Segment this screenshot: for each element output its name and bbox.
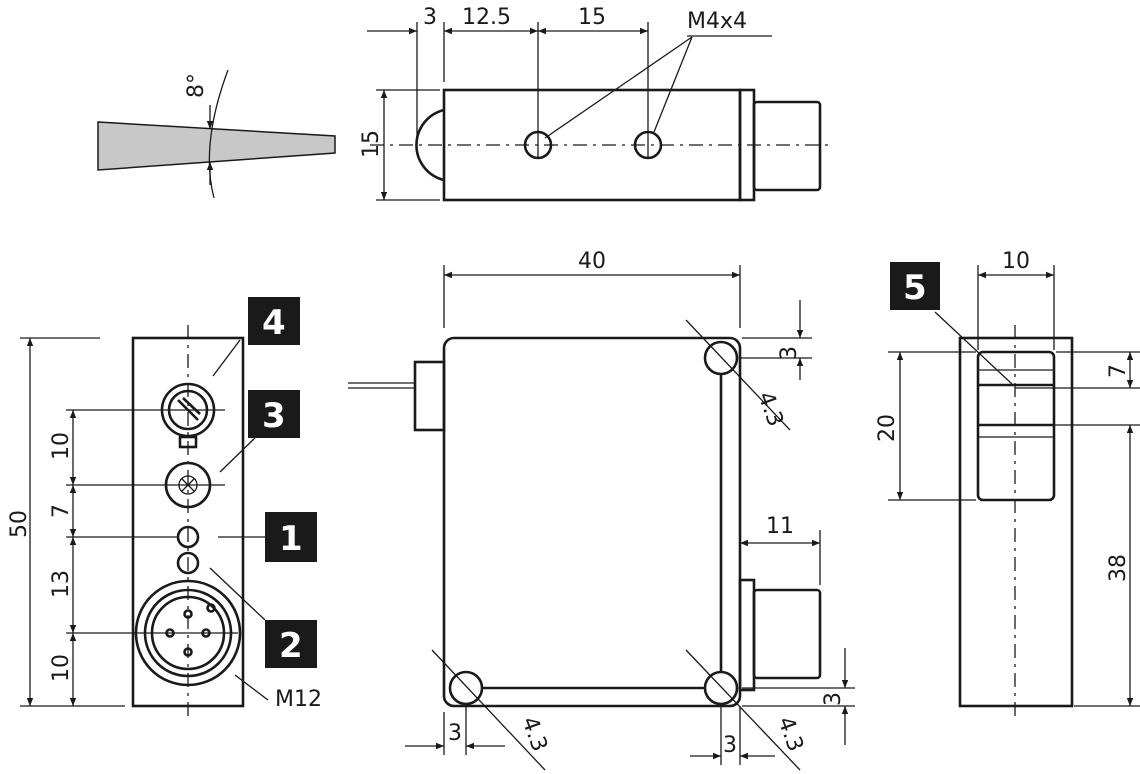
- dim-hole-top: 3: [777, 346, 802, 360]
- light-beam-cone: [97, 121, 336, 171]
- badge-3: 3: [248, 390, 300, 438]
- dim-led-led: 7: [49, 504, 74, 518]
- hole-diameter-label: 4.3: [516, 714, 551, 755]
- dim-lens-offset: 3: [423, 5, 437, 30]
- thread-label: M4x4: [687, 9, 747, 34]
- hole-diameter-label: 4.3: [772, 714, 807, 755]
- mounting-hole: [448, 670, 484, 706]
- led-2: [176, 551, 200, 575]
- dim-total-height: 50: [7, 510, 32, 538]
- dim-window-width: 10: [1002, 249, 1030, 274]
- svg-text:4: 4: [262, 303, 286, 343]
- svg-text:1: 1: [279, 519, 303, 559]
- dim-led-connector: 13: [49, 570, 74, 598]
- rear-view: 10 20 7 38 5: [875, 249, 1140, 718]
- dim-lower: 38: [1106, 554, 1131, 582]
- dim-pot-led: 10: [49, 432, 74, 460]
- badge-4: 4: [248, 297, 300, 345]
- top-view: 3 12.5 15 M4x4 15: [359, 5, 830, 202]
- dim-window-height: 20: [875, 414, 900, 442]
- dim-hole-bottom: 3: [821, 692, 846, 706]
- dim-height: 15: [359, 130, 384, 158]
- svg-text:2: 2: [279, 626, 303, 666]
- svg-text:3: 3: [262, 396, 286, 436]
- hole-diameter-label: 4.3: [752, 389, 787, 430]
- svg-text:5: 5: [903, 268, 927, 308]
- side-view: 40 11 3 4.3 4.3 4.3 3 3 3: [348, 249, 855, 771]
- dim-connector-bottom: 10: [49, 654, 74, 682]
- badge-2: 2: [265, 620, 317, 668]
- connector-side: [752, 588, 822, 680]
- dim-width: 40: [578, 249, 606, 274]
- beam-angle-label: 8°: [184, 73, 209, 98]
- badge-5: 5: [890, 262, 940, 310]
- dim-connector: 11: [766, 514, 794, 539]
- front-view: 50 10 7 13 10 M12 4 3 1 2: [7, 297, 322, 718]
- dim-hole-left: 3: [448, 721, 462, 746]
- dim-hole-spacing: 15: [578, 5, 606, 30]
- badge-1: 1: [265, 512, 317, 562]
- mounting-hole: [703, 670, 739, 706]
- mounting-hole: [703, 340, 739, 376]
- connector-top: [752, 100, 822, 192]
- dim-hole-1: 12.5: [462, 5, 511, 30]
- m12-label: M12: [275, 687, 322, 712]
- dim-hole-right: 3: [723, 733, 737, 758]
- beam-angle-view: 8°: [97, 69, 336, 199]
- lens-stub: [413, 360, 446, 432]
- dim-window-top: 7: [1106, 364, 1131, 378]
- angle-arc: [208, 69, 229, 199]
